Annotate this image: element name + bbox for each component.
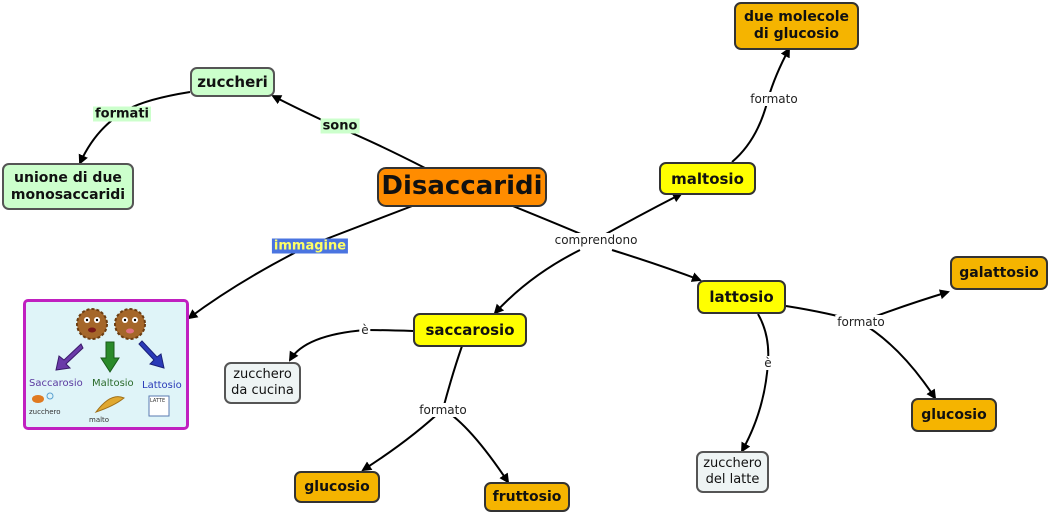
character-left-icon (76, 308, 108, 340)
link-label-formato-saccarosio: formato (417, 403, 469, 417)
image-label-latte: LATTE (150, 398, 165, 404)
image-label-lattosio: Lattosio (142, 380, 182, 391)
link-lattosio-e (757, 313, 770, 363)
node-zuccheri[interactable]: zuccheri (190, 67, 275, 97)
link-formato-glucosio (859, 321, 937, 400)
character-right-icon (114, 308, 146, 340)
image-label-zucchero: zucchero (29, 408, 61, 416)
node-maltosio[interactable]: maltosio (659, 162, 756, 195)
link-label-sono: sono (320, 118, 360, 134)
node-due-molecole[interactable]: due molecole di glucosio (734, 2, 859, 50)
node-due-molecole-text: due molecole di glucosio (743, 9, 850, 42)
node-disaccaridi[interactable]: Disaccaridi (377, 167, 547, 207)
link-label-immagine: immagine (271, 238, 349, 254)
node-immagine-picture[interactable]: Saccarosio Maltosio Lattosio zucchero ma… (23, 299, 189, 430)
node-galattosio[interactable]: galattosio (950, 256, 1048, 290)
link-label-formato-maltosio: formato (748, 92, 800, 106)
node-zucchero-latte-text: zucchero del latte (703, 456, 762, 487)
link-immagine-image (187, 245, 309, 320)
node-fruttosio[interactable]: fruttosio (484, 482, 570, 512)
arrow-purple-icon (55, 343, 84, 371)
arrow-blue-icon (138, 340, 165, 369)
link-comprendono-lattosio (611, 249, 702, 282)
link-comprendono-saccarosio (493, 249, 581, 315)
link-saccarosio-formato (442, 345, 463, 410)
node-unione[interactable]: unione di due monosaccaridi (2, 163, 134, 210)
link-formato-fruttosio (442, 408, 510, 484)
node-zucchero-latte[interactable]: zucchero del latte (696, 451, 769, 493)
image-label-saccarosio: Saccarosio (29, 378, 83, 389)
link-formato-glucosio-s (361, 408, 444, 472)
link-maltosio-formato (731, 98, 769, 163)
link-label-e-saccarosio: è (359, 323, 371, 337)
disaccharides-drawing: Saccarosio Maltosio Lattosio zucchero ma… (29, 308, 182, 424)
link-e-zucchero-latte (741, 361, 769, 453)
node-lattosio[interactable]: lattosio (697, 280, 786, 314)
milk-box-icon (148, 395, 170, 417)
arrow-green-icon (100, 341, 120, 373)
link-label-e-lattosio: è (762, 356, 774, 370)
node-zucchero-cucina-text: zucchero da cucina (231, 367, 294, 398)
node-saccarosio[interactable]: saccarosio (413, 313, 527, 347)
link-e-zucchero-cucina (288, 329, 366, 362)
link-label-formati: formati (93, 106, 151, 122)
link-saccarosio-e (364, 329, 414, 332)
node-unione-text: unione di due monosaccaridi (10, 169, 126, 203)
malt-icon (94, 396, 125, 413)
node-glucosio-lattosio[interactable]: glucosio (911, 398, 997, 432)
link-label-comprendono: comprendono (552, 233, 640, 247)
node-zucchero-cucina[interactable]: zucchero da cucina (224, 362, 301, 404)
node-glucosio-saccarosio[interactable]: glucosio (294, 471, 380, 503)
image-label-malto: malto (89, 416, 109, 424)
image-label-maltosio: Maltosio (92, 378, 134, 389)
link-label-formato-lattosio: formato (835, 315, 887, 329)
sugar-bowl-icon (32, 395, 44, 403)
